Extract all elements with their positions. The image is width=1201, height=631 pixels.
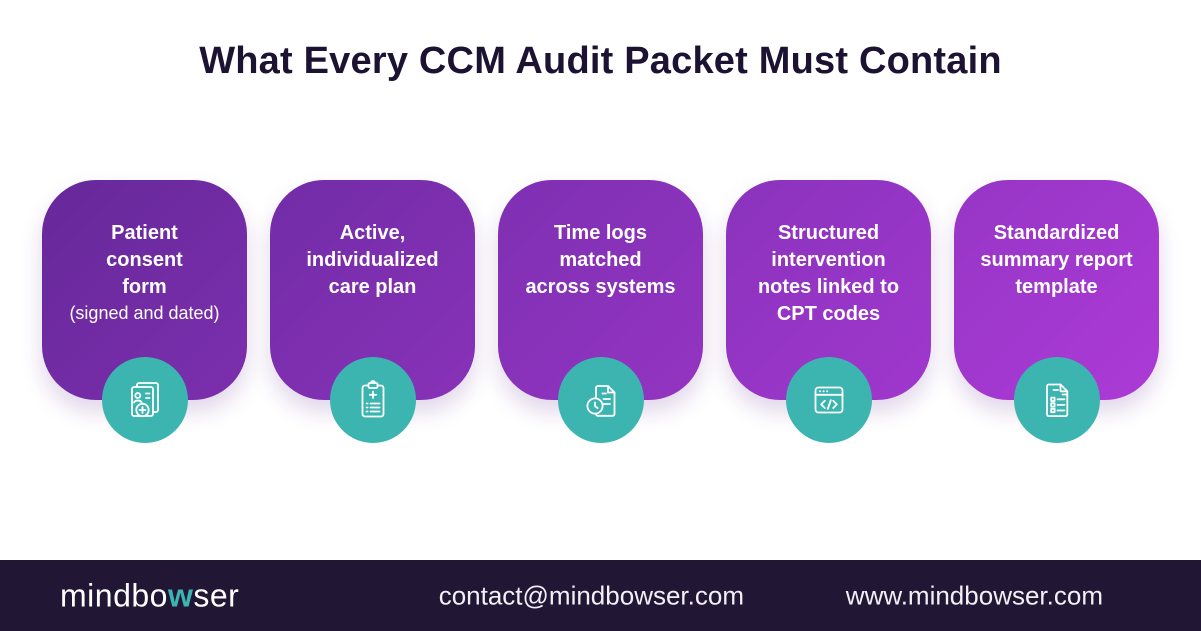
footer: mindbowser contact@mindbowser.com www.mi… bbox=[0, 560, 1201, 631]
report-template-icon bbox=[1045, 383, 1068, 417]
card-title: Active, individualized care plan bbox=[306, 222, 439, 298]
page-title: What Every CCM Audit Packet Must Contain bbox=[199, 40, 1002, 82]
care-plan-clipboard-icon bbox=[361, 380, 384, 418]
card-summary-report: Standardized summary report template bbox=[954, 180, 1159, 443]
contact-email[interactable]: contact@mindbowser.com bbox=[438, 580, 744, 610]
icon-circle bbox=[1013, 357, 1100, 443]
logo-text-left: mindbo bbox=[60, 577, 168, 613]
time-log-document-icon bbox=[585, 385, 615, 417]
card-title: Standardized summary report template bbox=[980, 222, 1133, 298]
card-time-logs: Time logs matched across systems bbox=[498, 180, 703, 443]
website-url[interactable]: www.mindbowser.com bbox=[845, 580, 1103, 610]
icon-circle bbox=[785, 357, 872, 443]
icon-circle bbox=[101, 357, 188, 443]
brand-logo: mindbowser bbox=[60, 577, 239, 614]
logo-text-right: ser bbox=[193, 577, 240, 613]
card-title: Time logs matched across systems bbox=[525, 222, 676, 298]
icon-circle bbox=[557, 357, 644, 443]
code-window-icon bbox=[814, 386, 843, 414]
card-care-plan: Active, individualized care plan bbox=[270, 180, 475, 443]
icon-circle bbox=[329, 357, 416, 443]
logo-accent-w: w bbox=[167, 577, 194, 613]
card-intervention-notes: Structured intervention notes linked to … bbox=[726, 180, 931, 443]
card-title: Structured intervention notes linked to … bbox=[757, 222, 900, 325]
card-title: Patient consent form bbox=[106, 222, 183, 298]
card-patient-consent-form: Patient consent form (signed and dated) bbox=[42, 180, 247, 443]
card-subtitle: (signed and dated) bbox=[69, 303, 220, 323]
patient-consent-record-icon bbox=[130, 382, 159, 418]
cards-row: Patient consent form (signed and dated) … bbox=[42, 180, 1159, 443]
